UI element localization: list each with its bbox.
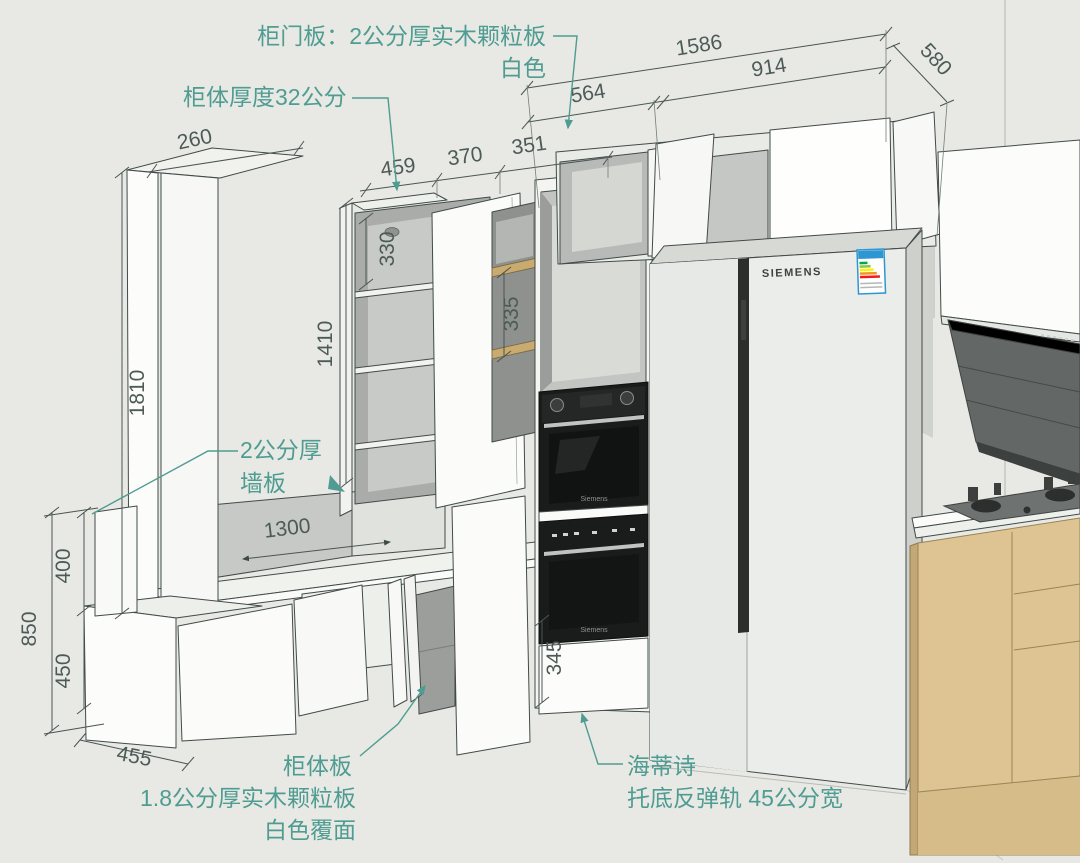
bench-front-panel	[83, 605, 177, 749]
oven-knob-left	[550, 398, 564, 412]
burner-right	[1045, 488, 1075, 502]
cooktop-knob	[1023, 506, 1031, 514]
oven-display	[580, 393, 612, 408]
label-body-panel: 柜体板	[283, 753, 352, 779]
dim-330: 330	[376, 231, 399, 266]
bench-open-drawer-front-1	[177, 603, 297, 742]
upper-compartment-shade	[541, 192, 552, 392]
wall-panel-arrow	[328, 475, 345, 492]
dimension-lines	[43, 26, 955, 772]
dim-450: 450	[52, 653, 75, 688]
hood-button-row	[1041, 334, 1074, 341]
right-wall-cabinet-bottom	[940, 315, 1080, 343]
label-wall-panel: 墙板	[240, 470, 286, 496]
burner-grates	[968, 473, 1075, 501]
label-rail-spec: 托底反弹轨 45公分宽	[627, 785, 843, 811]
dim-1410: 1410	[314, 321, 337, 368]
steam-oven-icon-row	[552, 528, 635, 537]
right-wall-cabinet	[937, 139, 1080, 335]
hood-seam-2	[965, 399, 1080, 429]
cable-grommet	[384, 227, 400, 237]
dim-400: 400	[52, 548, 75, 583]
fridge-floor-shadow	[649, 765, 907, 795]
tall-panel-side-strip	[160, 172, 219, 619]
niche-back	[496, 214, 533, 264]
leader-wall-panel	[91, 450, 238, 515]
annotation-leaders	[91, 35, 623, 765]
dim-335: 335	[500, 296, 523, 331]
top-cabinet-door-right-open	[892, 111, 941, 247]
hood-seam-1	[957, 365, 1080, 393]
range-hood-top-strip	[947, 319, 1080, 355]
base-cabinet-drawer-line-2	[1013, 640, 1080, 651]
fridge-left-door	[650, 258, 747, 772]
top-cabinet-left-back	[572, 162, 642, 252]
top-cabinet-door-middle-open	[651, 133, 715, 259]
dim-564: 564	[569, 79, 608, 107]
leader-body-panel	[359, 684, 426, 757]
steam-oven-brand-text: Siemens	[580, 627, 608, 634]
shelf-cabinet-top-face	[351, 192, 448, 211]
oven-knob-right	[620, 391, 634, 405]
fridge-brand-text: SIEMENS	[762, 266, 822, 280]
annotation-texts: 柜门板：2公分厚实木颗粒板 白色 柜体厚度32公分 2公分厚 墙板 柜体板 1.…	[140, 23, 843, 843]
corner-shelf-line	[417, 644, 456, 653]
energy-label	[856, 248, 887, 295]
label-cabinet-thickness: 柜体厚度32公分	[183, 84, 347, 110]
leader-cabinet-thickness	[352, 97, 401, 192]
dim-1300: 1300	[263, 514, 312, 543]
label-door-panel-spec: 柜门板：2公分厚实木颗粒板	[257, 23, 546, 49]
oven-glass-reflection	[555, 436, 600, 474]
dim-914: 914	[750, 53, 789, 81]
dim-351: 351	[510, 132, 548, 160]
label-body-panel-spec: 1.8公分厚实木颗粒板	[140, 785, 356, 811]
steam-oven-handle	[544, 543, 644, 556]
oven-brand-text: Siemens	[580, 496, 608, 503]
dim-850: 850	[18, 611, 41, 646]
corner-cabinet-interior	[415, 585, 456, 715]
corner-big-open-door	[451, 495, 531, 756]
corner-open-door-1	[387, 578, 408, 708]
dim-459: 459	[379, 154, 417, 182]
label-body-panel-finish: 白色覆面	[264, 817, 356, 843]
fridge-handle-strip	[738, 258, 749, 633]
base-cabinet-kickboard	[918, 776, 1080, 855]
base-cabinet-drawer-line-1	[1013, 583, 1080, 595]
bottom-drawer-front	[538, 637, 649, 715]
bench-open-drawer-front-2	[293, 584, 369, 717]
label-rail-brand: 海蒂诗	[627, 753, 696, 779]
steam-oven-glass	[549, 554, 639, 630]
dim-1810: 1810	[126, 370, 149, 417]
fridge-handle-detail	[741, 300, 746, 340]
burner-left	[971, 499, 1001, 513]
leader-rail	[580, 712, 623, 765]
hood-bottom-lip	[976, 442, 1080, 486]
kickboard-line	[917, 775, 1080, 793]
bench-side-panel	[94, 505, 138, 617]
dim-370: 370	[446, 143, 484, 171]
label-door-panel-color: 白色	[500, 55, 546, 81]
oven-handle	[544, 415, 644, 428]
leader-door-panel	[553, 35, 578, 130]
label-wall-panel-thickness: 2公分厚	[240, 437, 322, 463]
base-cabinet-side-edge	[909, 542, 919, 856]
base-cabinet-front	[917, 517, 1080, 856]
dim-345: 345	[543, 640, 566, 675]
